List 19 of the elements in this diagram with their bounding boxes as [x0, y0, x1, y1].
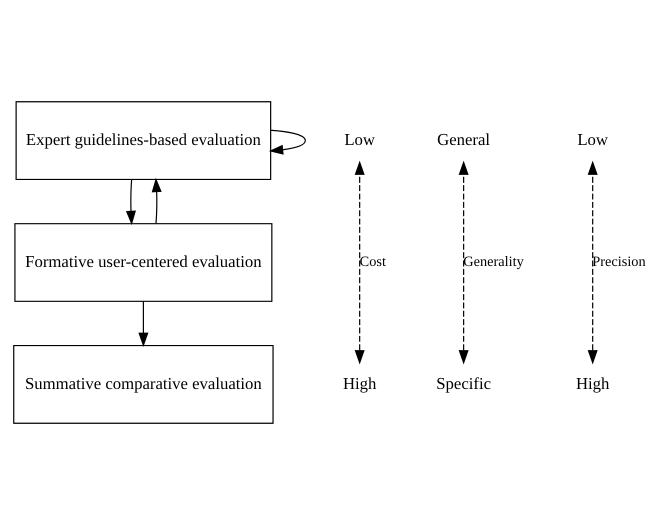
node-text: General: [437, 130, 490, 150]
arrow: [268, 130, 306, 155]
arrow: [152, 178, 162, 224]
node-text: Low: [344, 130, 375, 150]
node-box: Summative comparative evaluation: [13, 344, 274, 424]
node-text: Low: [577, 130, 608, 150]
edge-label: Generality: [463, 254, 524, 270]
arrow: [126, 180, 136, 226]
arrow: [588, 160, 598, 364]
arrow: [138, 302, 148, 348]
edge-label: Precision: [592, 254, 646, 270]
node-text: High: [342, 374, 376, 393]
node-box: Formative user-centered evaluation: [14, 223, 272, 302]
node-text: Specific: [436, 374, 492, 393]
arrow: [458, 160, 469, 364]
node-text: High: [576, 374, 610, 393]
edge-label: Cost: [360, 254, 386, 270]
node-box: Expert guidelines-based evaluation: [16, 101, 272, 180]
arrow: [354, 160, 365, 364]
